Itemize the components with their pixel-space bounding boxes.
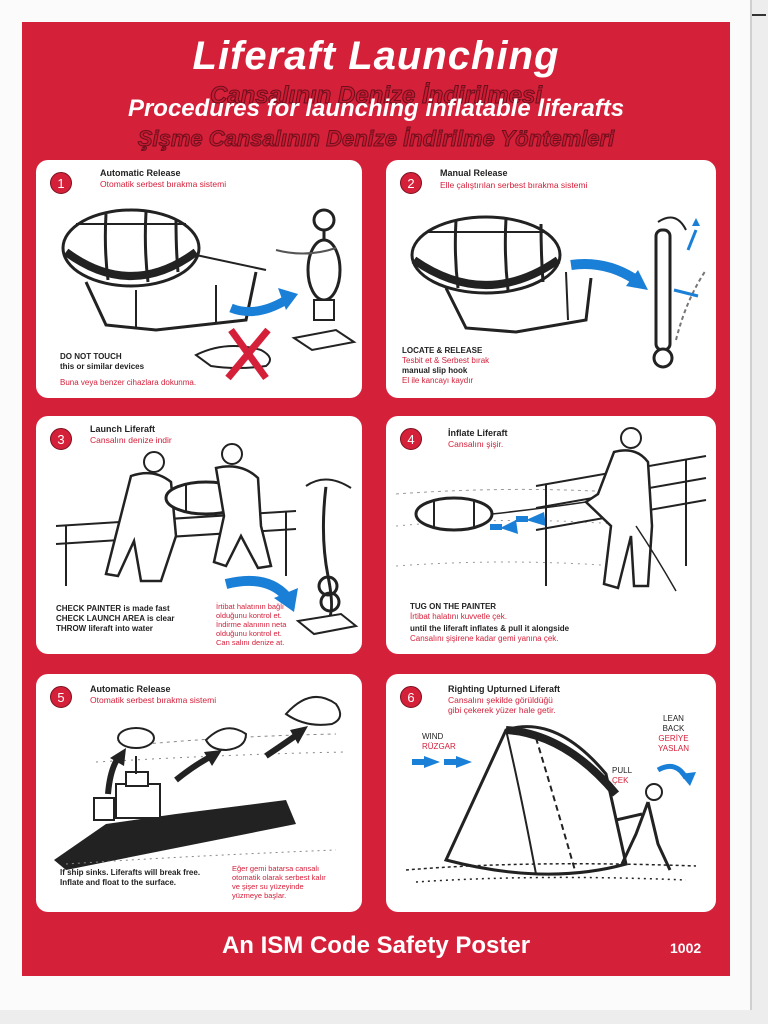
- check-instructions-turkish: İrtibat halatının bağlı olduğunu kontrol…: [216, 602, 286, 647]
- panel-title-turkish: Cansalını denize indir: [90, 435, 172, 445]
- lean-text: BACK: [662, 724, 685, 733]
- instruction-line: CHECK PAINTER is made fast: [56, 604, 170, 613]
- step-number-badge: 4: [400, 428, 422, 450]
- instruction-line: THROW liferaft into water: [56, 624, 153, 633]
- title-line-turkish: gibi çekerek yüzer hale getir.: [448, 705, 556, 715]
- step-number-badge: 3: [50, 428, 72, 450]
- pull-text-turkish: ÇEK: [612, 776, 629, 785]
- panel-6-righting-liferaft: 6 Righting Upturned Liferaft Cansalını ş…: [386, 674, 716, 912]
- crew-throwing-liferaft-illustration: [55, 443, 359, 636]
- poster-code: 1002: [670, 940, 702, 956]
- wind-text: WIND: [422, 732, 444, 741]
- lean-back-label: LEAN BACK GERİYE YASLAN: [658, 714, 689, 754]
- step-number-badge: 2: [400, 172, 422, 194]
- instruction-line-turkish: olduğunu kontrol et.: [216, 629, 282, 638]
- note-line-turkish: ve şişer su yüzeyinde: [232, 882, 304, 891]
- instruction-line-turkish: İrtibat halatının bağlı: [216, 602, 284, 611]
- panel-1-automatic-release: 1 Automatic Release Otomatik serbest bır…: [36, 160, 362, 398]
- panel-4-inflate-liferaft: 4 İnflate Liferaft Cansalını şişir.: [386, 416, 716, 654]
- panel-title: Righting Upturned Liferaft: [448, 684, 560, 694]
- panel-title: İnflate Liferaft: [448, 428, 508, 438]
- lean-text-turkish: GERİYE: [658, 734, 689, 743]
- note-line-turkish: otomatik olarak serbest kalır: [232, 873, 326, 882]
- poster-title: Liferaft Launching: [192, 34, 560, 78]
- panel-title-turkish: Cansalını şekilde görüldüğü gibi çekerek…: [448, 695, 556, 715]
- lean-text-turkish: YASLAN: [658, 744, 689, 753]
- panel-2-manual-release: 2 Manual Release Elle çalıştırılan serbe…: [386, 160, 716, 398]
- warning-label-turkish: Buna veya benzer cihazlara dokunma.: [60, 378, 197, 387]
- panel-title: Manual Release: [440, 168, 508, 178]
- instruction-line-turkish: İndirme alanının neta: [216, 620, 287, 629]
- step-number-badge: 1: [50, 172, 72, 194]
- liferaft-canister-illustration: [61, 208, 357, 381]
- step-label-2: manual slip hook: [402, 366, 468, 375]
- step-label-turkish-2: Cansalını şişirene kadar gemi yanına çek…: [410, 634, 559, 643]
- poster-footer: An ISM Code Safety Poster: [221, 932, 531, 959]
- lean-text: LEAN: [663, 714, 684, 723]
- check-instructions: CHECK PAINTER is made fast CHECK LAUNCH …: [56, 604, 175, 634]
- poster-subtitle: Procedures for launching inflatable life…: [127, 95, 625, 122]
- poster-title-turkish: Cansalının Denize İndirilmesi: [209, 82, 543, 110]
- step-label-turkish: Tesbit et & Serbest bırak: [402, 356, 490, 365]
- warning-label-2: this or similar devices: [60, 362, 145, 371]
- warning-label: DO NOT TOUCH: [60, 352, 122, 361]
- crew-pulling-painter-illustration: [395, 427, 707, 592]
- step-label-2: until the liferaft inflates & pull it al…: [410, 624, 570, 633]
- step-label-turkish: İrtibat halatını kuvvetle çek.: [410, 612, 507, 621]
- panel-title-turkish: Elle çalıştırılan serbest bırakma sistem…: [440, 180, 588, 190]
- sinking-note-turkish: Eğer gemi batarsa cansalı otomatik olara…: [232, 864, 326, 900]
- step-label: LOCATE & RELEASE: [402, 346, 483, 355]
- step-number-badge: 5: [50, 686, 72, 708]
- wind-text-turkish: RÜZGAR: [422, 742, 456, 751]
- sinking-ship-illustration: [54, 695, 347, 870]
- note-line-turkish: yüzmeye başlar.: [232, 891, 287, 900]
- title-line-turkish: Cansalını şekilde görüldüğü: [448, 695, 553, 705]
- panel-title: Launch Liferaft: [90, 424, 156, 434]
- wind-label: WIND RÜZGAR: [422, 732, 456, 752]
- pull-text: PULL: [612, 766, 633, 775]
- scan-edge-mark: [752, 14, 766, 16]
- instruction-line: CHECK LAUNCH AREA is clear: [56, 614, 175, 623]
- scan-edge-line: [750, 0, 752, 1010]
- manual-slip-hook-illustration: [410, 215, 707, 369]
- note-line: If ship sinks. Liferafts will break free…: [60, 868, 201, 877]
- instruction-line-turkish: olduğunu kontrol et.: [216, 611, 282, 620]
- pull-label: PULL ÇEK: [612, 766, 632, 786]
- instruction-line-turkish: Can salını denize at.: [216, 638, 285, 647]
- panel-title-turkish: Otomatik serbest bırakma sistemi: [100, 179, 227, 189]
- poster-subtitle-turkish: Şişme Cansalının Denize İndirilme Yöntem…: [137, 126, 615, 152]
- step-label: TUG ON THE PAINTER: [410, 602, 497, 611]
- safety-poster: Liferaft Launching Cansalının Denize İnd…: [22, 22, 730, 976]
- step-label-turkish-2: El ile kancayı kaydır: [402, 376, 474, 385]
- panel-title: Automatic Release: [90, 684, 171, 694]
- panel-5-automatic-release-sinking: 5 Automatic Release Otomatik serbest bır…: [36, 674, 362, 912]
- panel-title-turkish: Cansalını şişir.: [448, 439, 504, 449]
- note-line: Inflate and float to the surface.: [60, 878, 177, 887]
- step-number-badge: 6: [400, 686, 422, 708]
- panel-title: Automatic Release: [100, 168, 181, 178]
- panel-title-turkish: Otomatik serbest bırakma sistemi: [90, 695, 217, 705]
- sinking-note: If ship sinks. Liferafts will break free…: [60, 868, 200, 888]
- panel-3-launch-liferaft: 3 Launch Liferaft Cansalını denize indir: [36, 416, 362, 654]
- note-line-turkish: Eğer gemi batarsa cansalı: [232, 864, 320, 873]
- righting-capsized-raft-illustration: [405, 725, 697, 883]
